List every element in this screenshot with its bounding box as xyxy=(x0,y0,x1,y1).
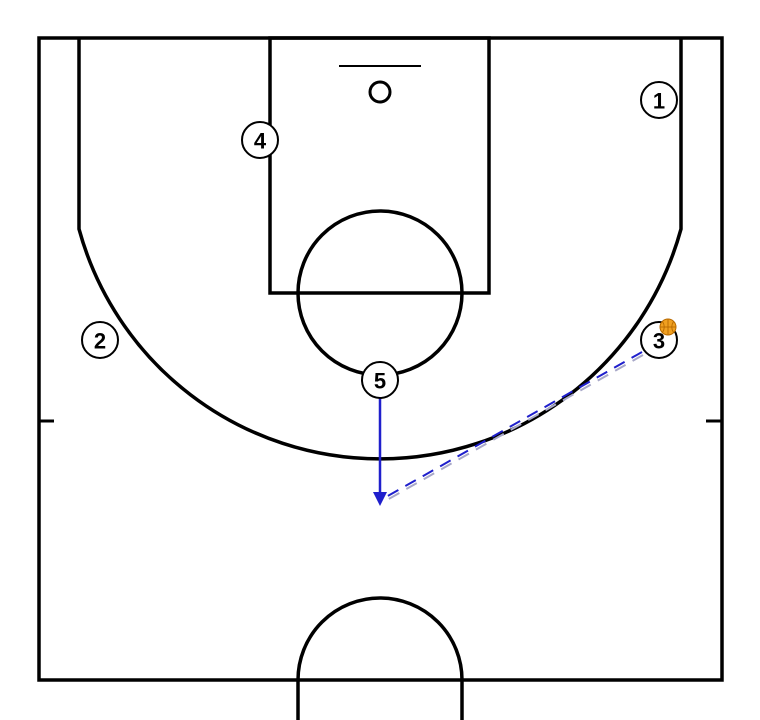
players: 1 2 3 4 5 xyxy=(81,81,678,399)
paint-lane xyxy=(268,36,491,295)
player-label: 2 xyxy=(94,329,106,354)
player-5: 5 xyxy=(361,361,399,399)
player-label: 3 xyxy=(653,329,665,354)
cut-arrowhead xyxy=(373,492,387,506)
rim xyxy=(368,80,392,104)
basketball-icon xyxy=(659,318,677,336)
center-circle xyxy=(296,596,464,720)
player-label: 1 xyxy=(653,89,665,114)
pass-line xyxy=(385,351,643,498)
court-boundary xyxy=(37,36,724,682)
player-2: 2 xyxy=(81,321,119,359)
player-4: 4 xyxy=(241,121,279,159)
player-label: 4 xyxy=(254,129,267,154)
play-actions xyxy=(373,351,644,506)
pass-line-shadow xyxy=(386,354,644,501)
player-1: 1 xyxy=(640,81,678,119)
player-label: 5 xyxy=(374,369,386,394)
